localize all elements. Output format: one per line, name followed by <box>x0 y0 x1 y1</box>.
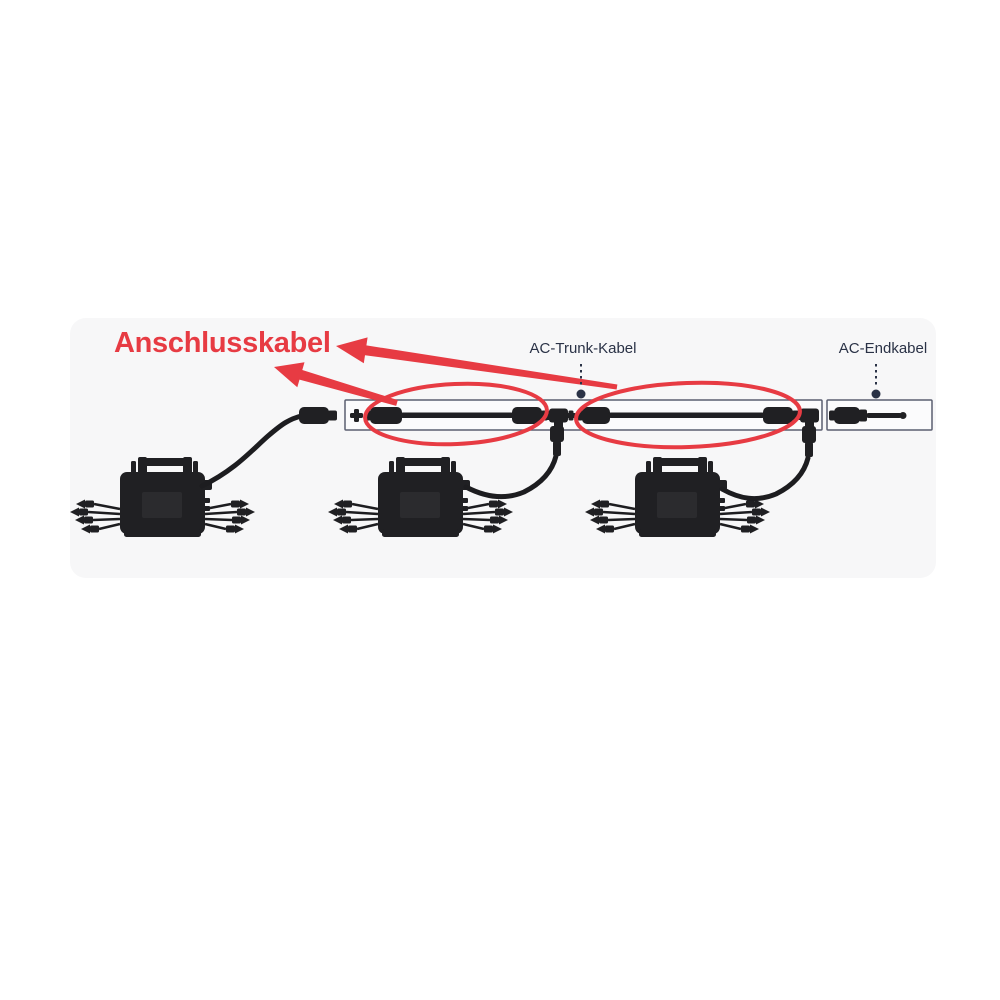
ac-connection-cable-2 <box>463 453 559 500</box>
trunk-cable-segment-2 <box>577 407 799 424</box>
ac-cable-connector-1 <box>299 407 337 424</box>
ac-connection-cable-1 <box>199 413 306 489</box>
anschlusskabel-label: Anschlusskabel <box>114 327 331 359</box>
wiring-diagram-card <box>70 318 936 578</box>
ac-connection-cable-3 <box>719 455 811 502</box>
t-connector-2 <box>797 408 819 457</box>
ac-trunk-kabel-label: AC-Trunk-Kabel <box>529 340 637 357</box>
ac-endkabel-label: AC-Endkabel <box>838 340 928 357</box>
trunk-pointer-dot <box>576 389 586 399</box>
highlight-ellipse-1 <box>363 381 549 447</box>
t-connector-1 <box>546 408 568 456</box>
end-pointer-dot <box>871 389 881 399</box>
highlight-ellipse-2 <box>574 380 802 450</box>
trunk-coupler-icon <box>350 409 363 422</box>
trunk-coupler-2-icon <box>566 410 576 421</box>
highlight-arrow-2 <box>274 362 398 406</box>
highlight-arrow-1 <box>336 337 618 390</box>
ac-end-cable <box>829 407 907 424</box>
